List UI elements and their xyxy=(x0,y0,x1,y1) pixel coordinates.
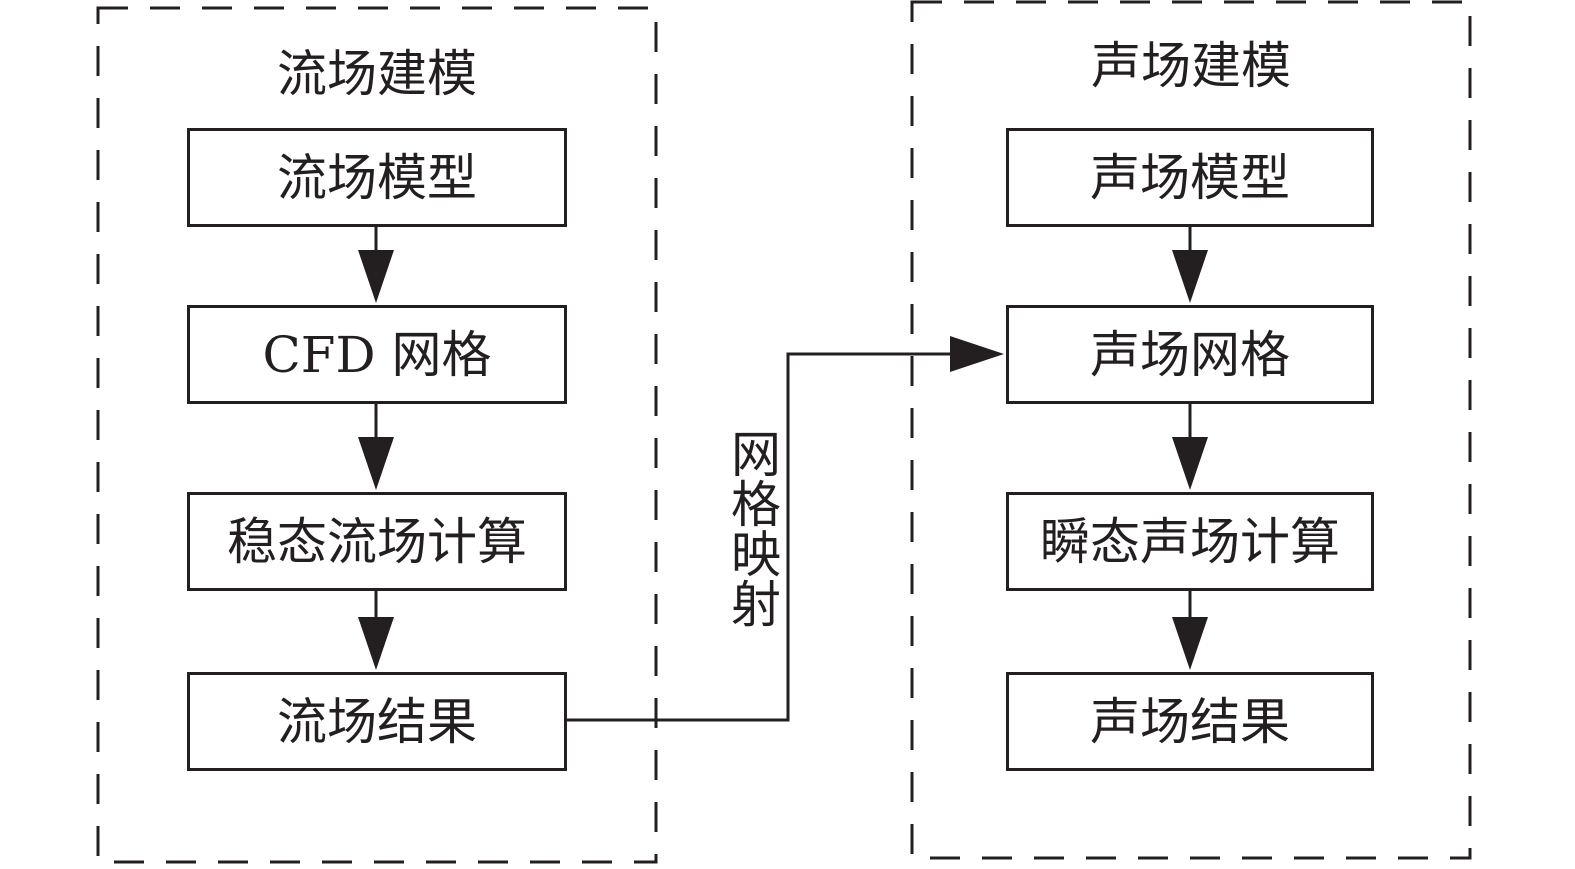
node-steady-flow-calculation: 稳态流场计算 xyxy=(187,492,567,591)
connector-line xyxy=(566,352,952,722)
mesh-mapping-label: 网格映射 xyxy=(723,428,781,628)
arrowhead-flow-2 xyxy=(358,437,394,490)
arrowhead-flow-3 xyxy=(358,617,394,670)
arrowhead-acoustic-1 xyxy=(1172,250,1208,303)
node-acoustic-result: 声场结果 xyxy=(1006,672,1374,771)
node-flow-result-label: 流场结果 xyxy=(277,692,477,751)
mesh-mapping-connector xyxy=(566,336,1004,722)
node-acoustic-mesh: 声场网格 xyxy=(1006,305,1374,404)
node-acoustic-model-label: 声场模型 xyxy=(1090,148,1290,207)
flow-group-frame xyxy=(96,6,658,864)
arrowhead-flow-1 xyxy=(358,250,394,303)
acoustic-arrows xyxy=(1172,226,1208,670)
connector-arrowhead xyxy=(950,336,1004,372)
node-acoustic-model: 声场模型 xyxy=(1006,128,1374,227)
acoustic-group-frame xyxy=(910,0,1472,860)
flow-group-title: 流场建模 xyxy=(277,45,477,103)
arrowhead-acoustic-2 xyxy=(1172,437,1208,490)
node-flow-model: 流场模型 xyxy=(187,128,567,227)
node-transient-acoustic-calculation-label: 瞬态声场计算 xyxy=(1040,512,1340,571)
node-cfd-mesh-label: CFD 网格 xyxy=(262,325,492,384)
acoustic-modeling-group: 声场建模 xyxy=(912,2,1470,858)
node-flow-model-label: 流场模型 xyxy=(277,148,477,207)
node-acoustic-mesh-label: 声场网格 xyxy=(1090,325,1290,384)
node-acoustic-result-label: 声场结果 xyxy=(1090,692,1290,751)
flow-arrows xyxy=(358,226,394,670)
node-transient-acoustic-calculation: 瞬态声场计算 xyxy=(1006,492,1374,591)
flow-modeling-group: 流场建模 xyxy=(98,8,656,862)
node-cfd-mesh: CFD 网格 xyxy=(187,305,567,404)
node-steady-flow-calculation-label: 稳态流场计算 xyxy=(227,512,527,571)
node-flow-result: 流场结果 xyxy=(187,672,567,771)
arrowhead-acoustic-3 xyxy=(1172,617,1208,670)
acoustic-group-title: 声场建模 xyxy=(1091,37,1291,95)
